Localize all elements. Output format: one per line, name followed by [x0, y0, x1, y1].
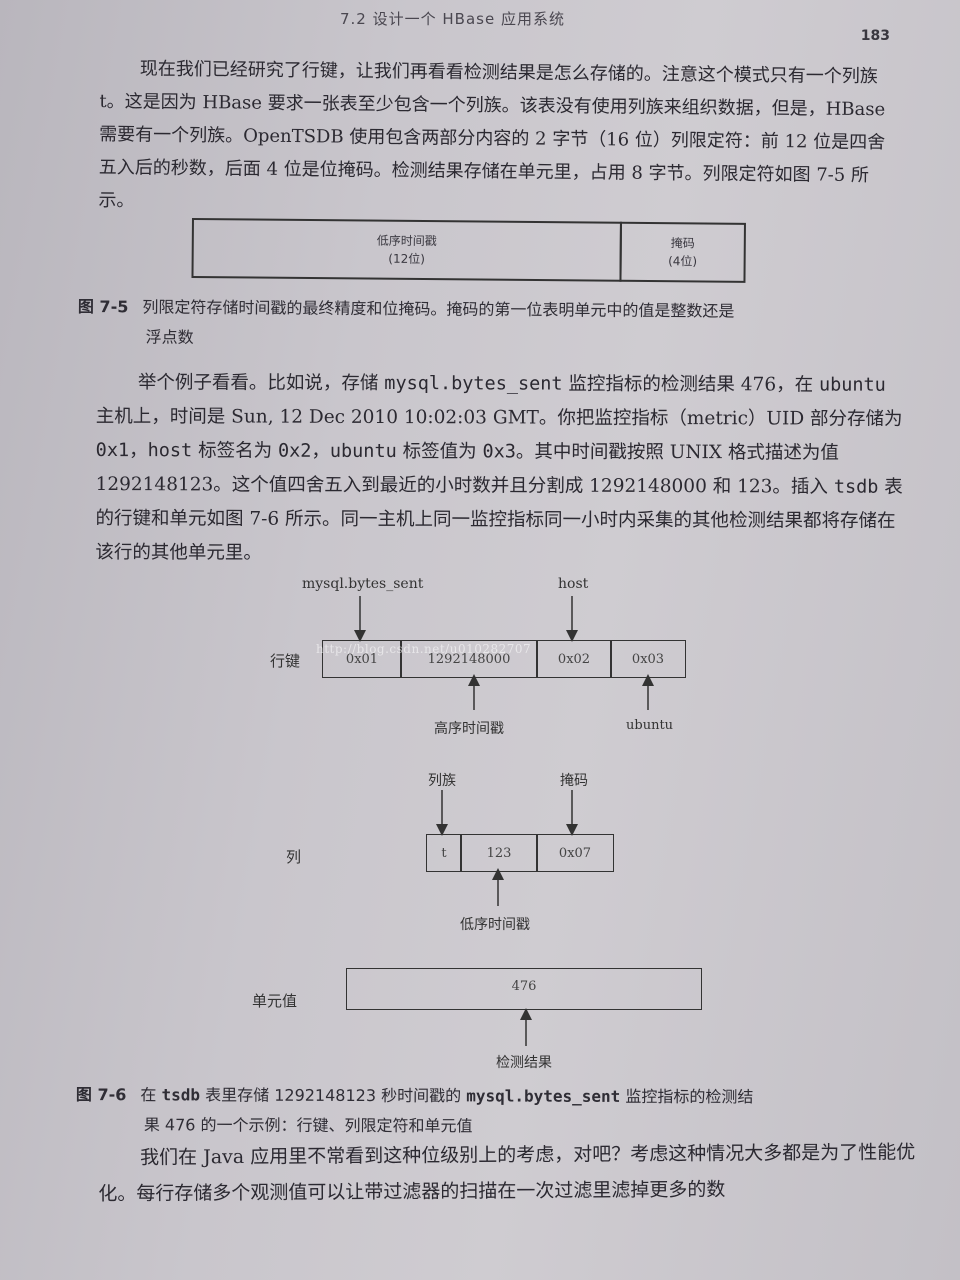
paragraph-2: 举个例子看看。比如说，存储 mysql.bytes_sent 监控指标的检测结果… [95, 366, 906, 573]
rowkey-cell-tagk: 0x02 [536, 640, 612, 678]
cell-value-label: 单元值 [252, 992, 298, 1010]
para2-code: host [147, 440, 193, 462]
para2-code-host: ubuntu [818, 374, 886, 396]
para2-code: ubuntu [329, 440, 397, 463]
para2-text: 标签名为 [192, 440, 279, 462]
para2-text: ， [311, 440, 330, 462]
rowkey-label: 行键 [270, 652, 301, 670]
ubuntu-label: ubuntu [626, 718, 674, 733]
column-cell-offset: 123 [460, 834, 538, 872]
para2-code: 0x2 [277, 440, 312, 462]
watermark: http://blog.csdn.net/u010282707 [316, 642, 532, 656]
figure-7-6-caption-text: 在 [140, 1085, 162, 1105]
column-family-label: 列族 [428, 773, 456, 789]
low-order-timestamp-bits: (12位) [388, 251, 426, 267]
figure-7-5-diagram: 低序时间戳 (12位) 掩码 (4位) [191, 218, 746, 287]
paragraph-3: 我们在 Java 应用里不常看到这种位级别上的考虑，对吧？考虑这种情况大多都是为… [98, 1141, 916, 1205]
figure-7-6-caption-code: tsdb [161, 1085, 201, 1105]
figure-7-6-diagram: mysql.bytes_sent host 行键 0x01 1292148000… [0, 570, 960, 1080]
figure-7-6-caption-text: 监控指标的检测结 [620, 1086, 754, 1107]
mask-bits: (4位) [668, 254, 698, 269]
rowkey-cell-base-timestamp: 1292148000 [400, 640, 538, 678]
figure-7-6-number: 图 7-6 [75, 1085, 127, 1105]
high-order-timestamp-label: 高序时间戳 [434, 721, 504, 737]
figure-7-5-caption-line2: 浮点数 [145, 327, 194, 347]
rowkey-cell-metric-uid: 0x01 [322, 640, 402, 678]
para2-code-metric: mysql.bytes_sent [384, 373, 563, 395]
mask-box: 掩码 (4位) [619, 221, 746, 283]
rowkey-cell-tagv: 0x03 [610, 640, 686, 678]
mask-label-fig76: 掩码 [560, 773, 588, 789]
figure-7-5-number: 图 7-5 [77, 296, 129, 317]
figure-7-6-caption-text: 表里存储 1292148123 秒时间戳的 [200, 1085, 467, 1106]
para2-text: 监控指标的检测结果 476，在 [562, 373, 820, 396]
figure-7-5-caption-line1: 列限定符存储时间戳的最终精度和位掩码。掩码的第一位表明单元中的值是整数还是 [142, 297, 735, 321]
mask-label: 掩码 [670, 236, 695, 251]
figure-7-6-arrows [354, 596, 654, 1046]
para2-code: 0x1 [95, 439, 130, 462]
figure-7-6-caption-code: mysql.bytes_sent [466, 1086, 621, 1106]
column-label: 列 [286, 848, 302, 866]
para2-code: 0x3 [482, 441, 516, 463]
metric-name-label: mysql.bytes_sent [302, 576, 424, 592]
paragraph-1: 现在我们已经研究了行键，让我们再看看检测结果是怎么存储的。注意这个模式只有一个列… [98, 58, 886, 212]
figure-7-5-caption: 图 7-5 列限定符存储时间戳的最终精度和位掩码。掩码的第一位表明单元中的值是整数… [78, 292, 868, 358]
page-number: 183 [860, 28, 890, 44]
measurement-label: 检测结果 [496, 1055, 552, 1071]
host-label: host [558, 576, 589, 592]
para2-text: ， [129, 440, 148, 462]
figure-7-6-caption: 图 7-6 在 tsdb 表里存储 1292148123 秒时间戳的 mysql.… [76, 1080, 876, 1143]
para2-text: 标签值为 [396, 441, 483, 463]
para2-text: 主机上，时间是 Sun, 12 Dec 2010 10:02:03 GMT。你把… [95, 405, 903, 430]
column-cell-family: t [426, 834, 462, 872]
low-order-timestamp-label-fig76: 低序时间戳 [460, 917, 530, 933]
para2-code-tsdb: tsdb [833, 476, 879, 498]
column-cell-mask: 0x07 [536, 834, 614, 872]
running-header: 7.2 设计一个 HBase 应用系统 [340, 10, 565, 28]
cell-value-box: 476 [346, 968, 702, 1010]
para2-text: 举个例子看看。比如说，存储 [137, 372, 385, 395]
low-order-timestamp-box: 低序时间戳 (12位) [191, 218, 622, 282]
